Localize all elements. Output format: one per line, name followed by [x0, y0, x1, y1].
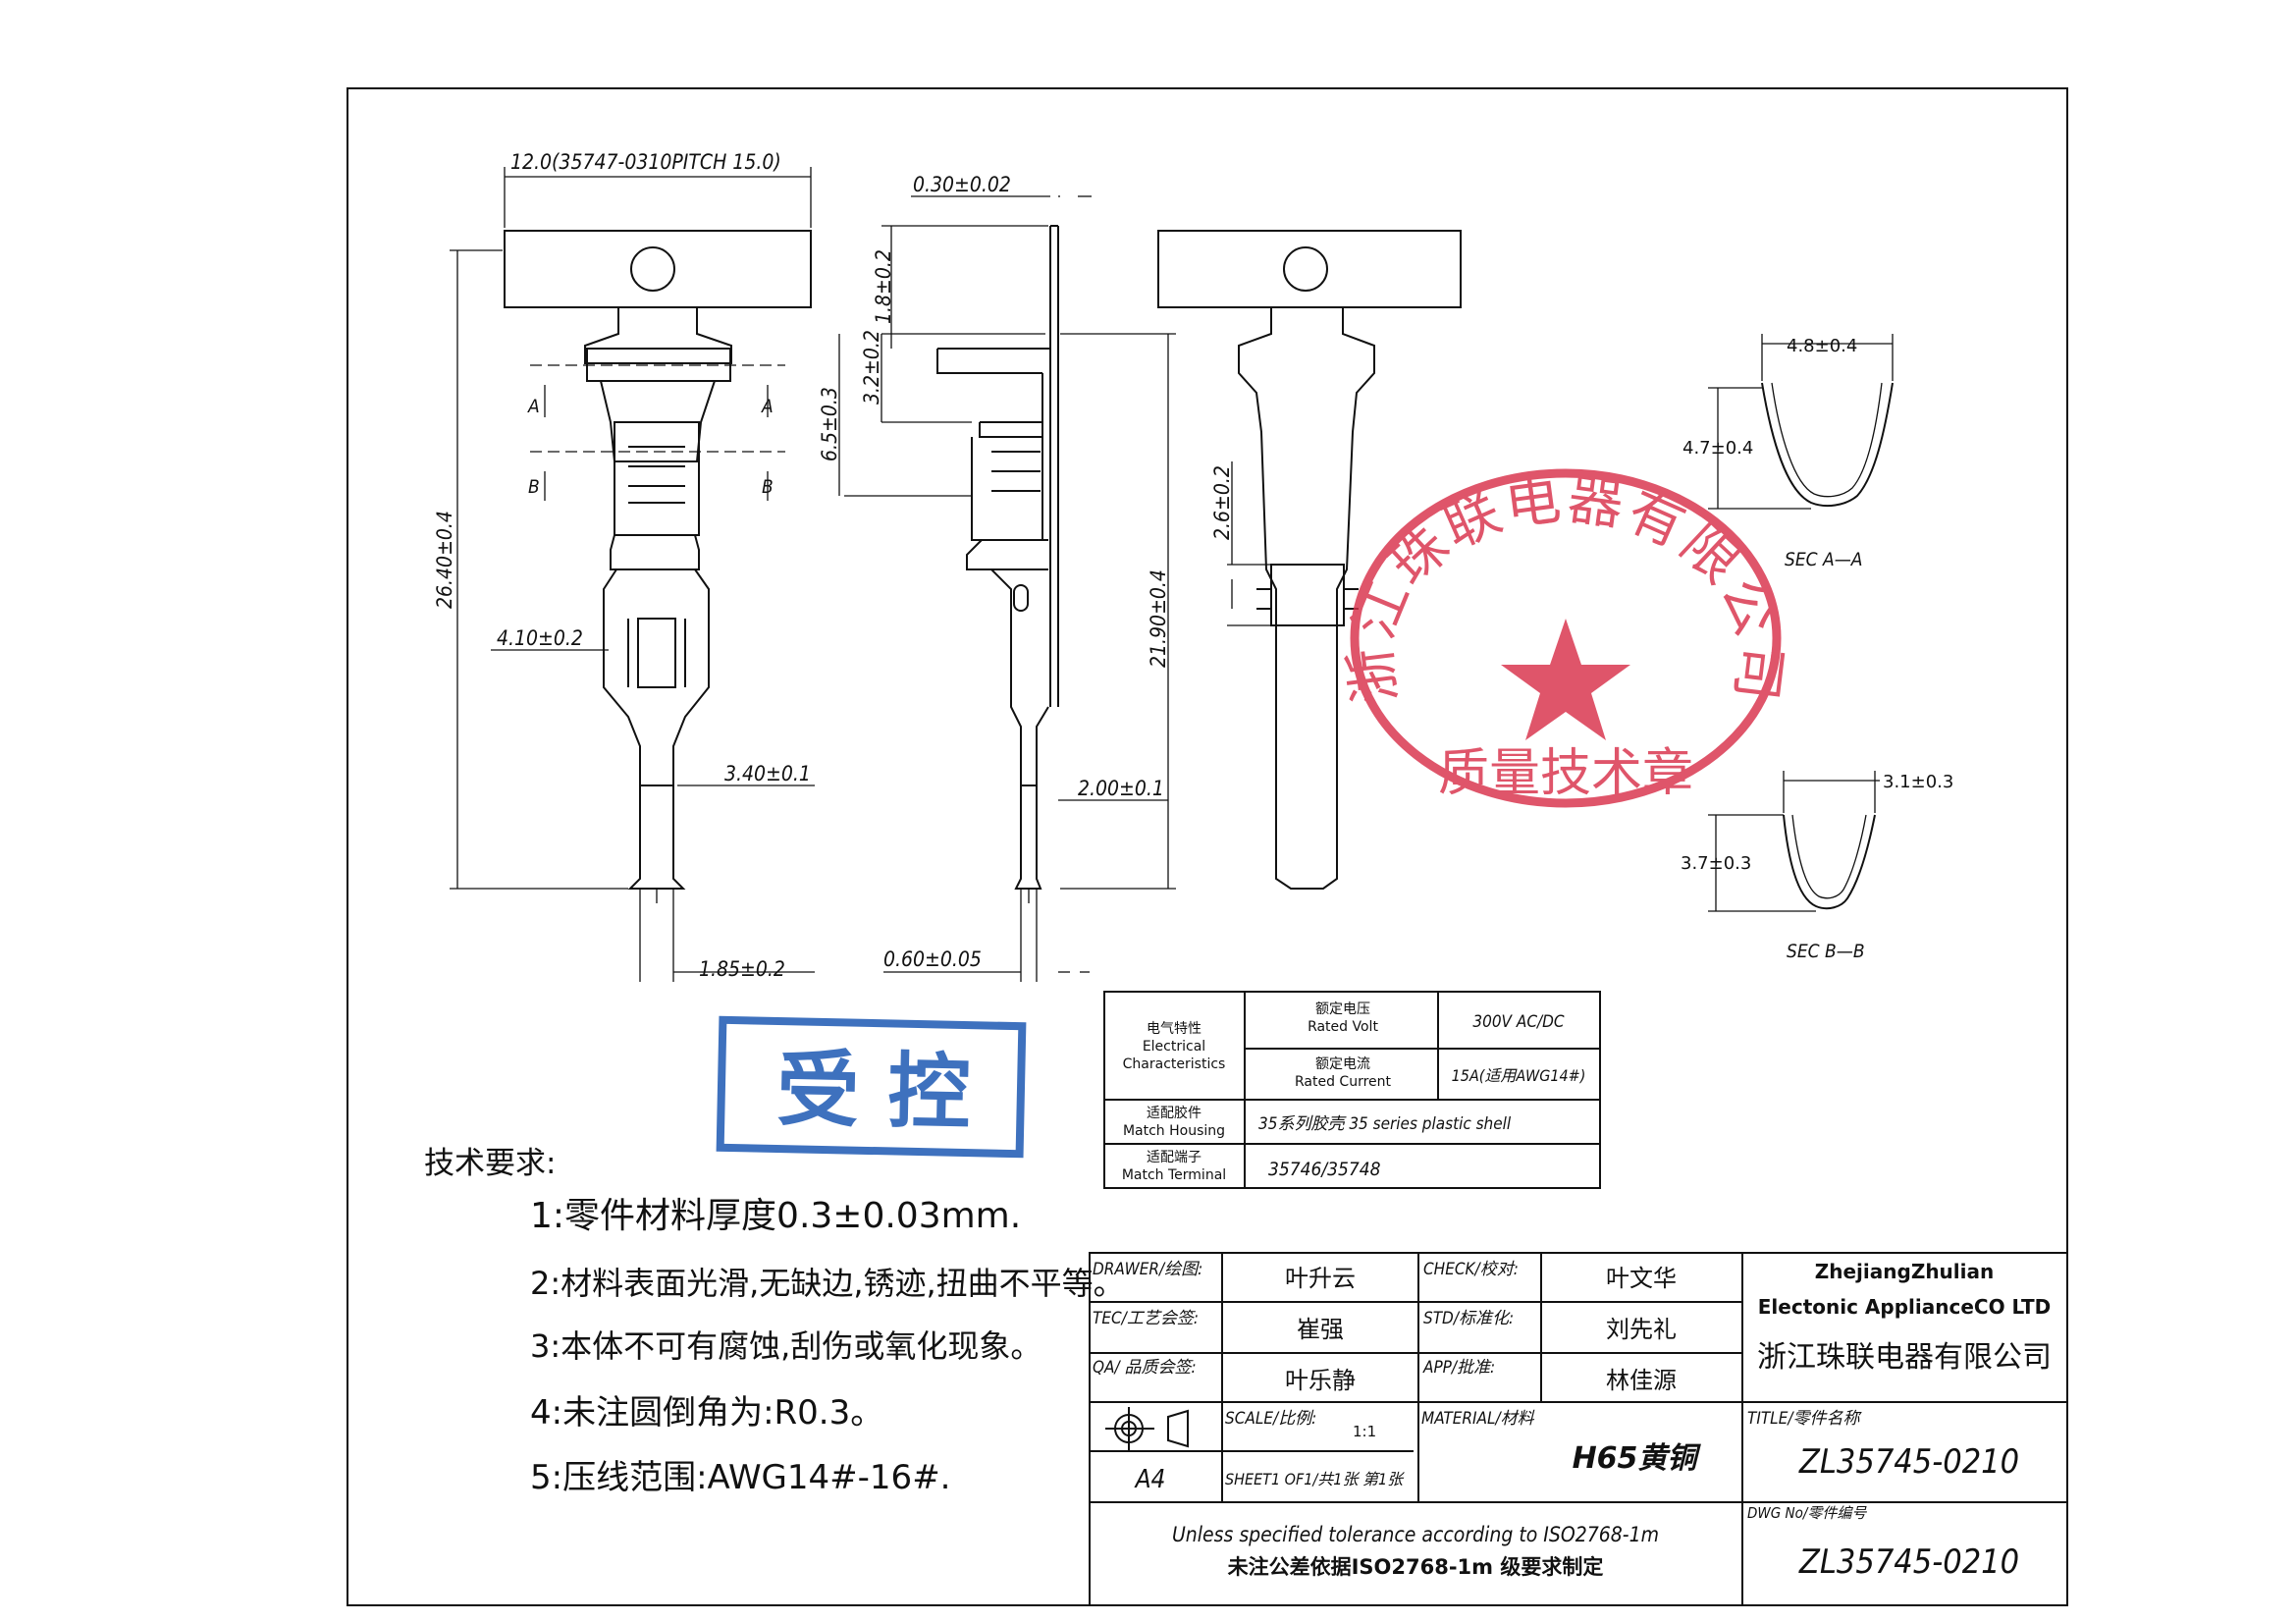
- spec-match-terminal-cn: 适配端子: [1147, 1150, 1201, 1165]
- section-a-left: A: [527, 396, 540, 417]
- spec-match-housing-en: Match Housing: [1123, 1123, 1225, 1139]
- tec-label: TEC/工艺会签:: [1093, 1309, 1199, 1328]
- spec-match-housing-cn: 适配胶件: [1147, 1105, 1201, 1121]
- spec-match-terminal-value: 35746/35748: [1268, 1159, 1381, 1180]
- material-label: MATERIAL/材料: [1421, 1409, 1535, 1429]
- spec-electrical-en1: Electrical: [1143, 1039, 1205, 1055]
- spec-rated-volt-value: 300V AC/DC: [1472, 1012, 1565, 1032]
- paper-size: A4: [1134, 1465, 1166, 1494]
- dim-pin-diameter: 1.85±0.2: [699, 957, 785, 981]
- drawer-value: 叶升云: [1285, 1265, 1356, 1292]
- material-value: H65黄铜: [1573, 1441, 1702, 1476]
- company-en-line-1: ZhejiangZhulian: [1815, 1260, 1995, 1283]
- check-value: 叶文华: [1606, 1265, 1677, 1292]
- dim-top-pitch: 12.0(35747-0310PITCH 15.0): [510, 150, 781, 174]
- spec-electrical-en2: Characteristics: [1123, 1056, 1226, 1072]
- company-en-line-2: Electonic ApplianceCO LTD: [1758, 1295, 2051, 1319]
- section-b-right: B: [762, 476, 774, 498]
- company-seal-stamp: 浙江珠联电器有限公司 质量技术章: [1339, 467, 1789, 808]
- dwg-label: DWG No/零件编号: [1747, 1504, 1867, 1522]
- company-cn: 浙江珠联电器有限公司: [1757, 1340, 2052, 1375]
- label-sec-bb: SEC B—B: [1787, 941, 1865, 962]
- controlled-stamp: 受 控: [716, 1015, 1027, 1159]
- section-aa: [1708, 334, 1894, 510]
- check-label: CHECK/校对:: [1423, 1260, 1519, 1279]
- dim-side-3: 6.5±0.3: [818, 387, 841, 461]
- spec-rated-volt-en: Rated Volt: [1308, 1019, 1378, 1035]
- spec-rated-current-en: Rated Current: [1295, 1074, 1392, 1090]
- controlled-stamp-text: 受 控: [775, 1041, 971, 1141]
- dim-sec-aa-height: 4.7±0.4: [1682, 438, 1753, 459]
- dim-sec-bb-height: 3.7±0.3: [1681, 853, 1751, 874]
- dim-width-b: 3.40±0.1: [724, 762, 811, 785]
- note-item-5: 5:压线范围:AWG14#-16#.: [530, 1458, 951, 1497]
- note-item-2: 2:材料表面光滑,无缺边,锈迹,扭曲不平等。: [530, 1265, 1125, 1302]
- back-view: [1157, 230, 1462, 890]
- dim-side-4: 2.6±0.2: [1210, 465, 1234, 540]
- dim-width-a: 4.10±0.2: [497, 626, 583, 650]
- label-sec-aa: SEC A—A: [1785, 549, 1863, 570]
- spec-match-terminal-en: Match Terminal: [1122, 1167, 1226, 1183]
- front-dimension-lines: [450, 167, 815, 982]
- note-item-1: 1:零件材料厚度0.3±0.03mm.: [530, 1196, 1021, 1236]
- section-bb: [1708, 771, 1880, 912]
- dim-overall-length: 26.40±0.4: [433, 511, 456, 609]
- tec-value: 崔强: [1297, 1316, 1344, 1343]
- front-view: [504, 230, 812, 903]
- spec-rated-volt-cn: 额定电压: [1315, 1001, 1370, 1017]
- section-a-right: A: [761, 396, 774, 417]
- spec-rated-current-value: 15A(适用AWG14#): [1452, 1066, 1586, 1085]
- title-value: ZL35745-0210: [1798, 1442, 2019, 1482]
- dim-side-7: 0.60±0.05: [883, 947, 982, 971]
- sheet-count: SHEET1 OF1/共1张 第1张: [1225, 1470, 1405, 1488]
- spec-electrical-cn: 电气特性: [1147, 1021, 1201, 1037]
- dim-sec-aa-width: 4.8±0.4: [1787, 336, 1857, 356]
- scale-label: SCALE/比例:: [1225, 1409, 1316, 1429]
- dwg-number: ZL35745-0210: [1798, 1542, 2019, 1582]
- sheet-border: [347, 87, 2068, 1606]
- title-block-grid: [1089, 1252, 2068, 1606]
- scale-value: 1:1: [1353, 1423, 1376, 1440]
- std-value: 刘先礼: [1606, 1316, 1677, 1343]
- side-dimension-lines: [838, 195, 1176, 982]
- projection-symbol-icon: [1105, 1407, 1189, 1450]
- std-label: STD/标准化:: [1423, 1309, 1514, 1328]
- dim-side-1: 1.8±0.2: [872, 249, 895, 324]
- qa-value: 叶乐静: [1285, 1367, 1356, 1394]
- qa-label: QA/ 品质会签:: [1093, 1358, 1197, 1378]
- note-item-4: 4:未注圆倒角为:R0.3。: [530, 1393, 883, 1433]
- section-b-left: B: [528, 476, 540, 498]
- notes-title: 技术要求:: [424, 1146, 556, 1181]
- tolerance-note-en: Unless specified tolerance according to …: [1172, 1523, 1659, 1546]
- drawer-label: DRAWER/绘图:: [1093, 1260, 1202, 1279]
- spec-table: [1103, 991, 1601, 1189]
- side-view: [936, 225, 1059, 903]
- back-dimension-lines: [1227, 461, 1271, 626]
- seal-star-icon: [1501, 619, 1630, 740]
- dim-side-5: 21.90±0.4: [1147, 569, 1170, 668]
- tolerance-note-cn: 未注公差依据ISO2768-1m 级要求制定: [1228, 1555, 1604, 1579]
- app-value: 林佳源: [1606, 1367, 1677, 1394]
- dim-thickness: 0.30±0.02: [913, 173, 1011, 196]
- spec-match-housing-value: 35系列胶壳 35 series plastic shell: [1258, 1114, 1512, 1134]
- app-label: APP/批准:: [1422, 1358, 1495, 1378]
- dim-sec-bb-width: 3.1±0.3: [1883, 772, 1953, 792]
- dim-side-6: 2.00±0.1: [1078, 777, 1164, 800]
- spec-rated-current-cn: 额定电流: [1315, 1056, 1370, 1072]
- seal-center-text: 质量技术章: [1438, 744, 1693, 803]
- note-item-3: 3:本体不可有腐蚀,刮伤或氧化现象。: [530, 1327, 1041, 1365]
- title-label: TITLE/零件名称: [1747, 1409, 1863, 1429]
- dim-side-2: 3.2±0.2: [860, 330, 883, 405]
